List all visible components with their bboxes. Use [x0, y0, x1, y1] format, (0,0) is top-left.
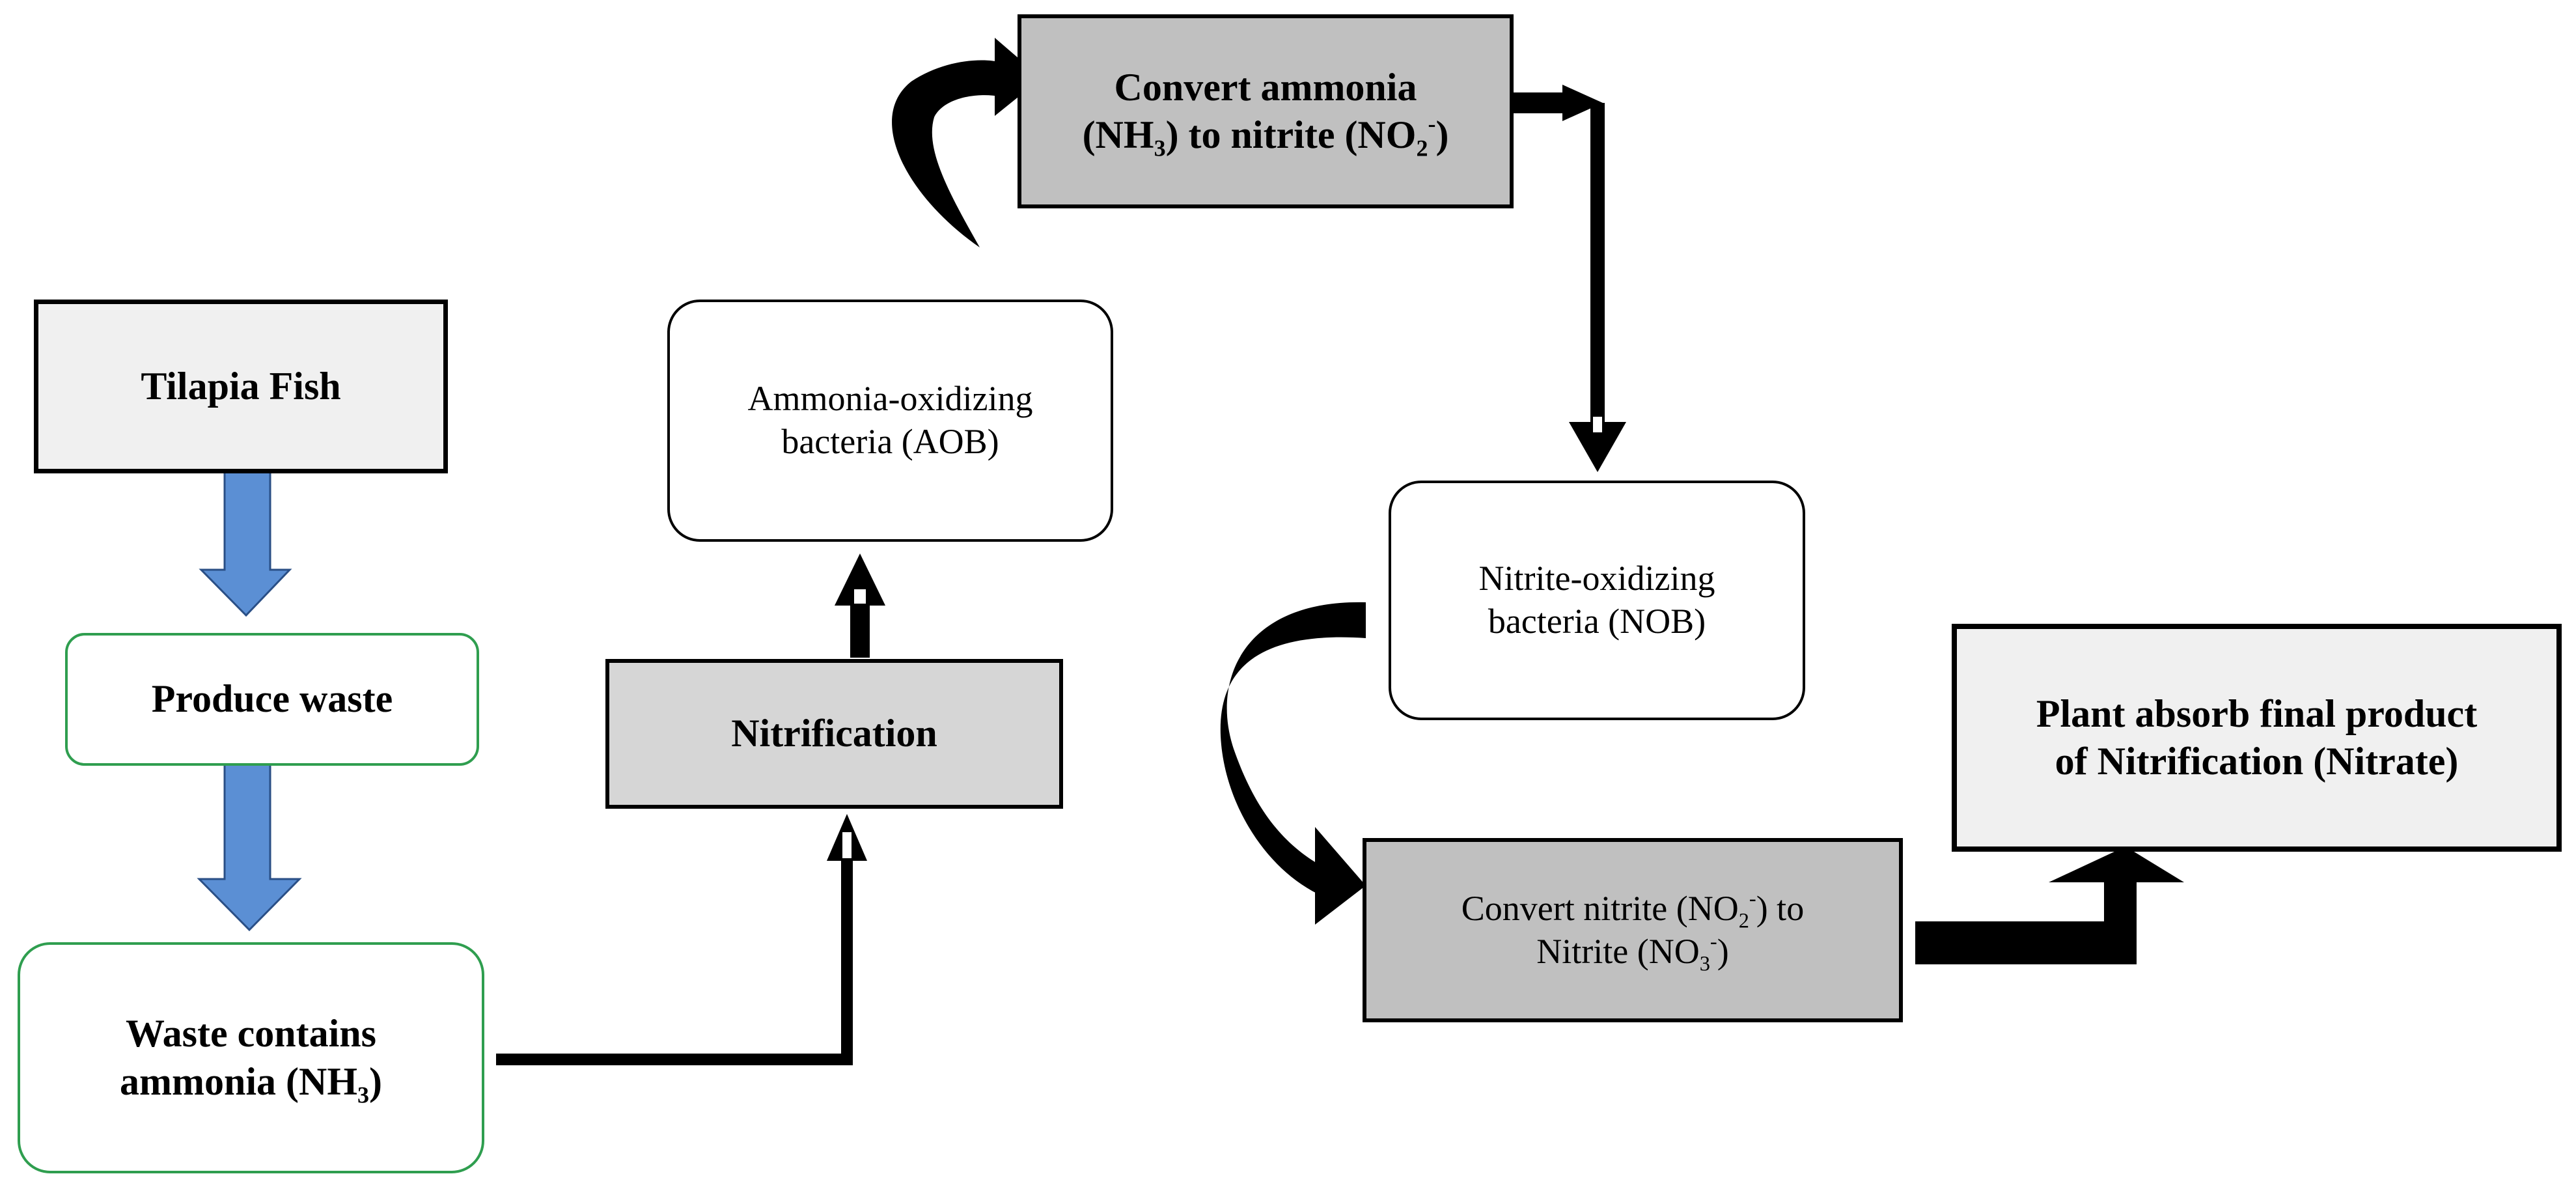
connector-convert-nitrite-to-plant: [1915, 846, 2184, 964]
box-nitrification: Nitrification: [605, 659, 1063, 809]
box-nitrite-oxidizing-bacteria: Nitrite-oxidizing bacteria (NOB): [1389, 481, 1805, 720]
connector-waste-to-nitrification: [496, 814, 867, 1065]
nitrification-label: Nitrification: [731, 712, 937, 755]
waste-ammonia-line1: Waste contains: [125, 1012, 377, 1056]
arrow-tilapia-to-waste: [199, 451, 292, 617]
arrow-nob-to-convert-nitrite: [1220, 602, 1366, 925]
nob-line1: Nitrite-oxidizing: [1478, 559, 1715, 598]
nob-line2: bacteria (NOB): [1488, 602, 1706, 641]
connector-nitrification-to-aob: [835, 553, 885, 658]
tilapia-fish-label: Tilapia Fish: [141, 364, 341, 408]
plant-line2: of Nitrification (Nitrate): [2055, 740, 2459, 783]
box-convert-ammonia: Convert ammonia (NH3) to nitrite (NO2-): [1018, 14, 1514, 208]
box-waste-contains-ammonia: Waste contains ammonia (NH3): [18, 942, 484, 1173]
convert-ammonia-line1: Convert ammonia: [1114, 65, 1417, 109]
plant-line1: Plant absorb final product: [2036, 692, 2478, 735]
arrow-waste-to-ammonia: [197, 738, 302, 932]
waste-ammonia-line2: ammonia (NH3): [120, 1059, 382, 1108]
box-convert-nitrite: Convert nitrite (NO2-) to Nitrite (NO3-): [1363, 838, 1903, 1022]
convert-ammonia-line2: (NH3) to nitrite (NO2-): [1082, 110, 1449, 161]
convert-nitrite-line2: Nitrite (NO3-): [1536, 929, 1729, 975]
connector-convert-ammonia-to-nob: [1512, 85, 1626, 472]
aob-line2: bacteria (AOB): [781, 422, 999, 461]
aob-line1: Ammonia-oxidizing: [747, 379, 1033, 419]
box-tilapia-fish: Tilapia Fish: [34, 300, 448, 473]
convert-nitrite-line1: Convert nitrite (NO2-) to: [1461, 886, 1805, 932]
produce-waste-label: Produce waste: [151, 677, 393, 721]
box-ammonia-oxidizing-bacteria: Ammonia-oxidizing bacteria (AOB): [667, 300, 1113, 542]
box-produce-waste: Produce waste: [65, 633, 479, 766]
box-plant-absorb: Plant absorb final product of Nitrificat…: [1952, 624, 2562, 852]
